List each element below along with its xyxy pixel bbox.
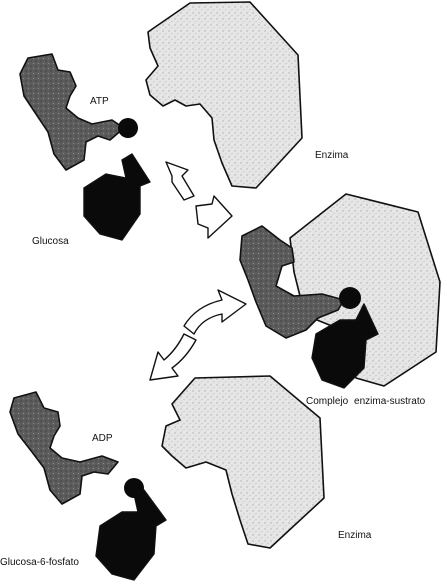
label-atp: ATP bbox=[90, 96, 109, 107]
atp-top-shape bbox=[19, 53, 125, 171]
arrow-down-top bbox=[195, 195, 233, 239]
label-enzima-top: Enzima bbox=[315, 150, 349, 161]
complex-glucose-shape bbox=[311, 303, 379, 389]
arrow-down-bottom bbox=[149, 333, 197, 381]
atp-top-phosphate bbox=[118, 118, 138, 138]
enzyme-bottom-shape bbox=[161, 375, 325, 549]
label-glucosa-6-fosfato: Glucosa-6-fosfato bbox=[0, 557, 79, 568]
label-glucosa: Glucosa bbox=[32, 236, 69, 247]
enzyme-top-shape bbox=[145, 1, 303, 189]
arrow-up-bottom bbox=[183, 289, 247, 335]
label-complejo-enzima-sustrato: Complejo enzima-sustrato bbox=[306, 396, 426, 407]
complex-phosphate bbox=[339, 287, 361, 309]
g6p-phosphate bbox=[124, 478, 144, 498]
adp-bottom-shape bbox=[9, 391, 119, 505]
g6p-bottom-shape bbox=[95, 489, 167, 581]
glucose-top-shape bbox=[83, 153, 151, 241]
label-adp: ADP bbox=[92, 433, 113, 444]
label-enzima-bottom: Enzima bbox=[338, 530, 372, 541]
arrow-up-top bbox=[165, 161, 195, 201]
